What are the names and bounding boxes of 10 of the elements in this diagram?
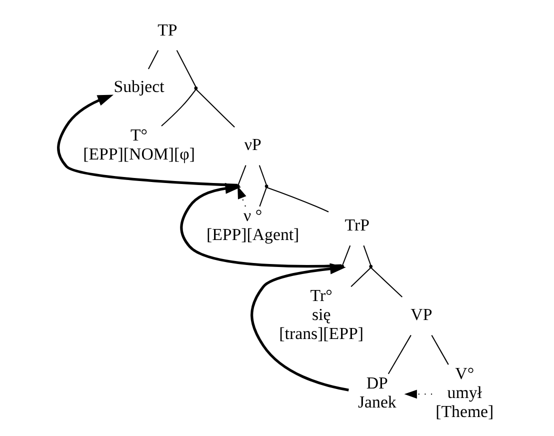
node-text: TP — [157, 20, 177, 40]
node-text: ν ° [EPP][Agent] — [206, 206, 299, 244]
node-text: T° [EPP][NOM][φ] — [82, 126, 194, 164]
node-text: Subject — [113, 77, 164, 96]
node-text: V° umył [Theme] — [435, 364, 494, 422]
node-text: Tr° się [trans][EPP] — [278, 286, 363, 344]
node-text: VP — [410, 305, 432, 324]
node-text: DP Janek — [357, 374, 396, 412]
node-text: νP — [244, 135, 261, 154]
node-text: TrP — [344, 215, 370, 234]
